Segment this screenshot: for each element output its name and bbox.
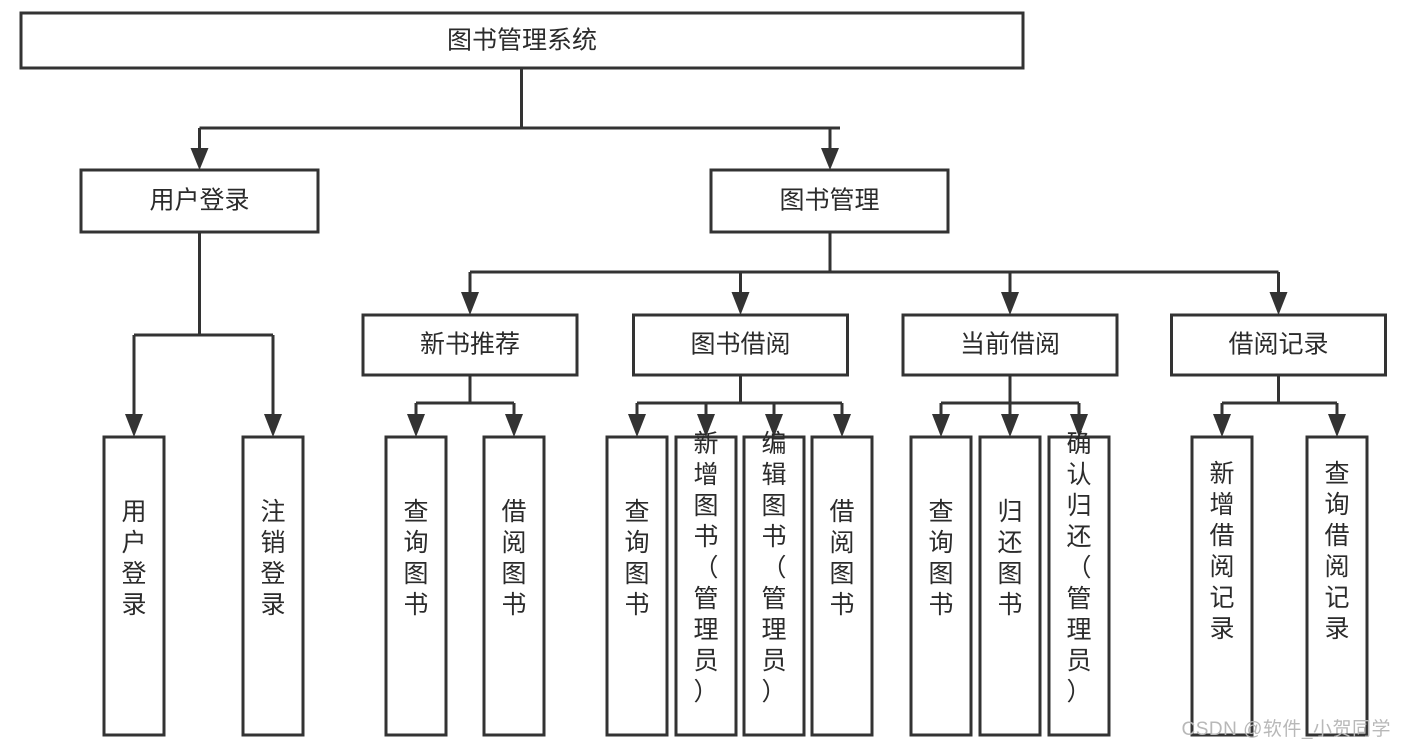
leaf-nbr-query-book[interactable]: 查询图书 <box>384 435 448 737</box>
arrowhead-book-borrow <box>731 292 750 315</box>
node-book-borrow-box[interactable] <box>632 313 849 377</box>
node-book-borrow-label: 图书借阅 <box>690 331 790 359</box>
leaf-logout-box[interactable] <box>241 435 305 737</box>
node-current-borrow-box[interactable] <box>901 313 1119 377</box>
node-root-box[interactable] <box>19 11 1025 70</box>
leaf-cb-confirm-return[interactable]: 确认归还（管理员） <box>1047 430 1111 737</box>
node-borrow-record[interactable]: 借阅记录 <box>1170 313 1387 377</box>
leaf-bb-query-book-box[interactable] <box>605 435 669 737</box>
leaf-cb-confirm-return-box[interactable] <box>1047 435 1111 737</box>
node-borrow-record-label: 借阅记录 <box>1228 331 1328 359</box>
leaf-logout-label: 注销登录 <box>260 498 285 619</box>
leaf-nbr-borrow-book[interactable]: 借阅图书 <box>482 435 546 737</box>
node-user-login-box[interactable] <box>79 168 320 234</box>
node-user-login[interactable]: 用户登录 <box>79 168 320 234</box>
leaf-br-query-record-box[interactable] <box>1305 435 1369 737</box>
arrowhead-bb-leaf-1 <box>628 414 646 437</box>
arrowhead-nbr-leaf-2 <box>505 414 523 437</box>
arrowhead-bb-leaf-3 <box>765 414 783 437</box>
arrowhead-bb-leaf-2 <box>697 414 715 437</box>
leaf-nbr-query-book-box[interactable] <box>384 435 448 737</box>
node-root-label: 图书管理系统 <box>447 27 597 55</box>
leaf-nbr-query-book-label: 查询图书 <box>403 498 428 619</box>
arrowhead-br-leaf-2 <box>1328 414 1346 437</box>
node-book-borrow[interactable]: 图书借阅 <box>632 313 849 377</box>
arrowhead-br-leaf-1 <box>1213 414 1231 437</box>
leaf-logout[interactable]: 注销登录 <box>241 435 305 737</box>
arrowhead-leaf-logout <box>264 414 282 437</box>
arrowhead-bb-leaf-4 <box>833 414 851 437</box>
arrowhead-cb-leaf-1 <box>932 414 950 437</box>
node-current-borrow-label: 当前借阅 <box>960 331 1060 359</box>
node-user-login-label: 用户登录 <box>149 187 249 215</box>
leaf-user-login[interactable]: 用户登录 <box>102 435 166 737</box>
node-root[interactable]: 图书管理系统 <box>19 11 1025 70</box>
node-new-book-recommend[interactable]: 新书推荐 <box>361 313 579 377</box>
node-borrow-record-box[interactable] <box>1170 313 1387 377</box>
leaf-br-add-record-box[interactable] <box>1190 435 1254 737</box>
leaf-bb-add-book-label: 新增图书（管理员） <box>693 430 718 706</box>
leaf-bb-borrow-book-label: 借阅图书 <box>829 498 854 619</box>
leaf-br-query-record-label: 查询借阅记录 <box>1324 460 1349 643</box>
leaf-bb-add-book-box[interactable] <box>674 435 738 737</box>
leaf-bb-add-book[interactable]: 新增图书（管理员） <box>674 430 738 737</box>
node-new-book-recommend-box[interactable] <box>361 313 579 377</box>
leaf-cb-query-book[interactable]: 查询图书 <box>909 435 973 737</box>
leaf-user-login-label: 用户登录 <box>121 498 146 619</box>
node-current-borrow[interactable]: 当前借阅 <box>901 313 1119 377</box>
arrowhead-new-book-rec <box>461 292 479 315</box>
leaf-user-login-box[interactable] <box>102 435 166 737</box>
leaf-cb-query-book-label: 查询图书 <box>928 498 953 619</box>
node-book-management[interactable]: 图书管理 <box>709 168 950 234</box>
leaf-cb-confirm-return-label: 确认归还（管理员） <box>1066 430 1091 706</box>
node-book-management-label: 图书管理 <box>779 187 879 215</box>
arrowhead-nbr-leaf-1 <box>407 414 425 437</box>
node-book-management-box[interactable] <box>709 168 950 234</box>
leaf-br-add-record[interactable]: 新增借阅记录 <box>1190 435 1254 737</box>
node-new-book-recommend-label: 新书推荐 <box>420 331 520 359</box>
leaf-cb-query-book-box[interactable] <box>909 435 973 737</box>
node-layer: 图书管理系统 用户登录 图书管理 新书推荐 图书借阅 当前借阅 借阅记录 <box>19 11 1387 737</box>
arrowhead-user-login <box>190 148 209 170</box>
leaf-bb-query-book[interactable]: 查询图书 <box>605 435 669 737</box>
leaf-bb-borrow-book-box[interactable] <box>810 435 874 737</box>
edge-layer <box>125 68 1346 437</box>
arrowhead-cb-leaf-3 <box>1070 414 1088 437</box>
leaf-nbr-borrow-book-box[interactable] <box>482 435 546 737</box>
arrowhead-leaf-user-login <box>125 414 143 437</box>
leaf-bb-edit-book-box[interactable] <box>742 435 806 737</box>
leaf-bb-edit-book-label: 编辑图书（管理员） <box>761 430 786 706</box>
leaf-cb-return-book-label: 归还图书 <box>997 498 1022 619</box>
arrowhead-cb-leaf-2 <box>1001 414 1019 437</box>
arrowhead-borrow-record <box>1269 292 1288 315</box>
leaf-bb-borrow-book[interactable]: 借阅图书 <box>810 435 874 737</box>
arrowhead-current-borrow <box>1001 292 1019 315</box>
leaf-nbr-borrow-book-label: 借阅图书 <box>501 498 526 619</box>
arrowhead-book-mgmt <box>821 148 839 170</box>
csdn-watermark: CSDN @软件_小贺同学 <box>1181 719 1391 740</box>
leaf-cb-return-book-box[interactable] <box>978 435 1042 737</box>
leaf-bb-edit-book[interactable]: 编辑图书（管理员） <box>742 430 806 737</box>
leaf-bb-query-book-label: 查询图书 <box>624 498 649 619</box>
leaf-br-query-record[interactable]: 查询借阅记录 <box>1305 435 1369 737</box>
leaf-br-add-record-label: 新增借阅记录 <box>1209 460 1234 643</box>
leaf-cb-return-book[interactable]: 归还图书 <box>978 435 1042 737</box>
